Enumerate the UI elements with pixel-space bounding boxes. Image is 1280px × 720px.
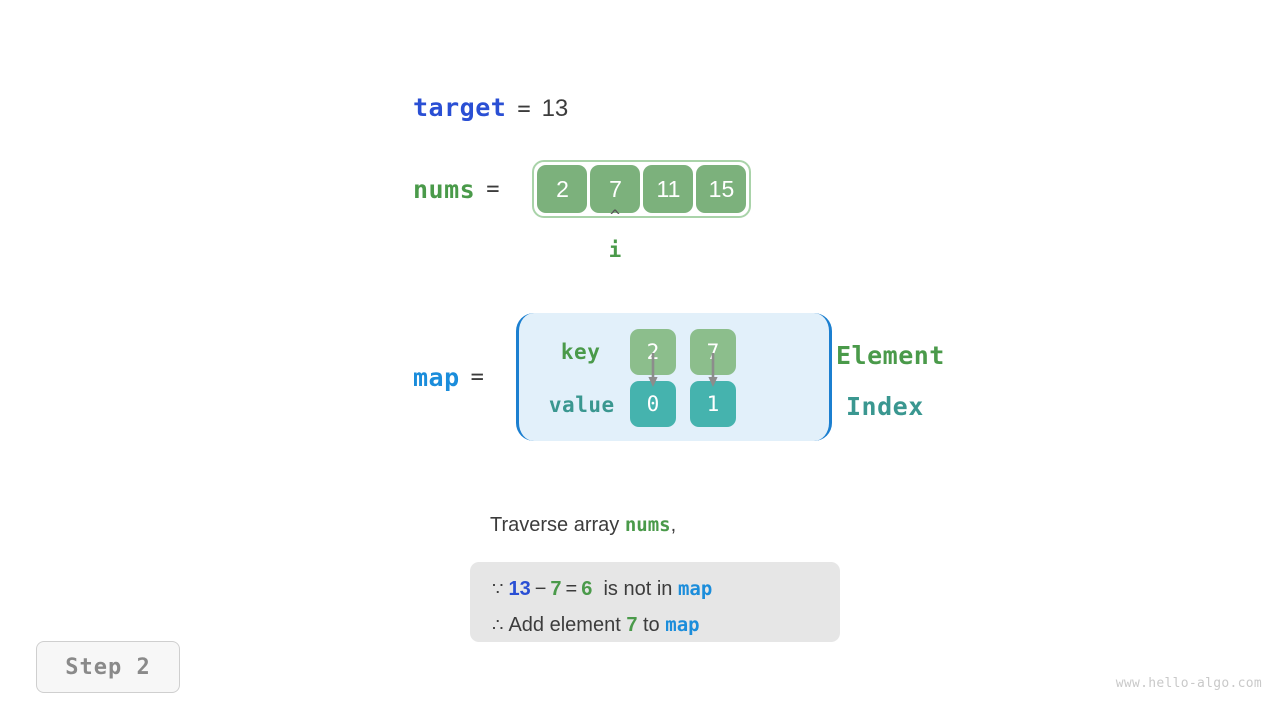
line1-map-ref: map (677, 578, 713, 600)
line1-result: 6 (581, 578, 593, 600)
map-container: key value 2 7 0 1 (515, 313, 832, 441)
step-badge: Step 2 (36, 641, 180, 693)
pointer-caret-icon: ^ (609, 207, 621, 227)
line1-operator-minus: − (534, 578, 547, 600)
line1-operand-b: 7 (550, 578, 562, 600)
map-equals: = (470, 364, 484, 390)
line2-value: 7 (626, 614, 638, 636)
map-value-cell: 0 (629, 381, 676, 427)
explanation-lead: Traverse array nums, (490, 514, 676, 537)
reasoning-line-2: ∴Add element 7 to map (492, 607, 818, 643)
map-key-cell: 2 (629, 329, 676, 375)
index-pointer: ^ i (605, 208, 625, 264)
line1-operator-equals: = (565, 578, 578, 600)
target-equals: = (517, 97, 531, 122)
explanation-block: Traverse array nums, (490, 514, 676, 555)
array-frame: 2 7 11 15 (532, 160, 752, 218)
map-index-side-label: Index (846, 392, 924, 421)
nums-label: nums (413, 174, 476, 204)
therefore-symbol: ∴ (492, 615, 504, 635)
map-value-row-label: value (548, 393, 615, 417)
line2-map-ref: map (665, 614, 700, 636)
watermark: www.hello-algo.com (1115, 676, 1262, 691)
reasoning-line-1: ∵13−7=6 is not in map (492, 571, 818, 607)
map-element-side-label: Element (836, 341, 945, 370)
target-label: target (413, 93, 507, 122)
array-cell: 2 (537, 165, 588, 213)
pointer-label: i (608, 238, 622, 262)
array-cell: 7 (590, 165, 641, 213)
lead-suffix: , (670, 514, 677, 536)
nums-equals: = (486, 176, 500, 202)
line1-text: is not in (603, 578, 673, 600)
lead-var: nums (624, 514, 671, 536)
map-value-cell: 1 (689, 381, 736, 427)
map-key-row-label: key (560, 340, 601, 364)
map-row: map = key value 2 7 0 1 (413, 313, 832, 441)
array-cell: 11 (643, 165, 694, 213)
target-value: 13 (541, 95, 569, 122)
nums-row: nums = 2 7 11 15 (413, 160, 752, 218)
lead-prefix: Traverse array (490, 514, 625, 536)
line2-text-before: Add element (508, 614, 621, 636)
reasoning-box: ∵13−7=6 is not in map ∴Add element 7 to … (470, 562, 840, 642)
map-key-cell: 7 (689, 329, 736, 375)
line1-operand-a: 13 (508, 578, 531, 600)
map-label: map (413, 362, 460, 392)
line2-text-middle: to (643, 614, 660, 636)
target-row: target = 13 (413, 93, 568, 123)
because-symbol: ∵ (492, 579, 504, 599)
array-cell: 15 (696, 165, 747, 213)
